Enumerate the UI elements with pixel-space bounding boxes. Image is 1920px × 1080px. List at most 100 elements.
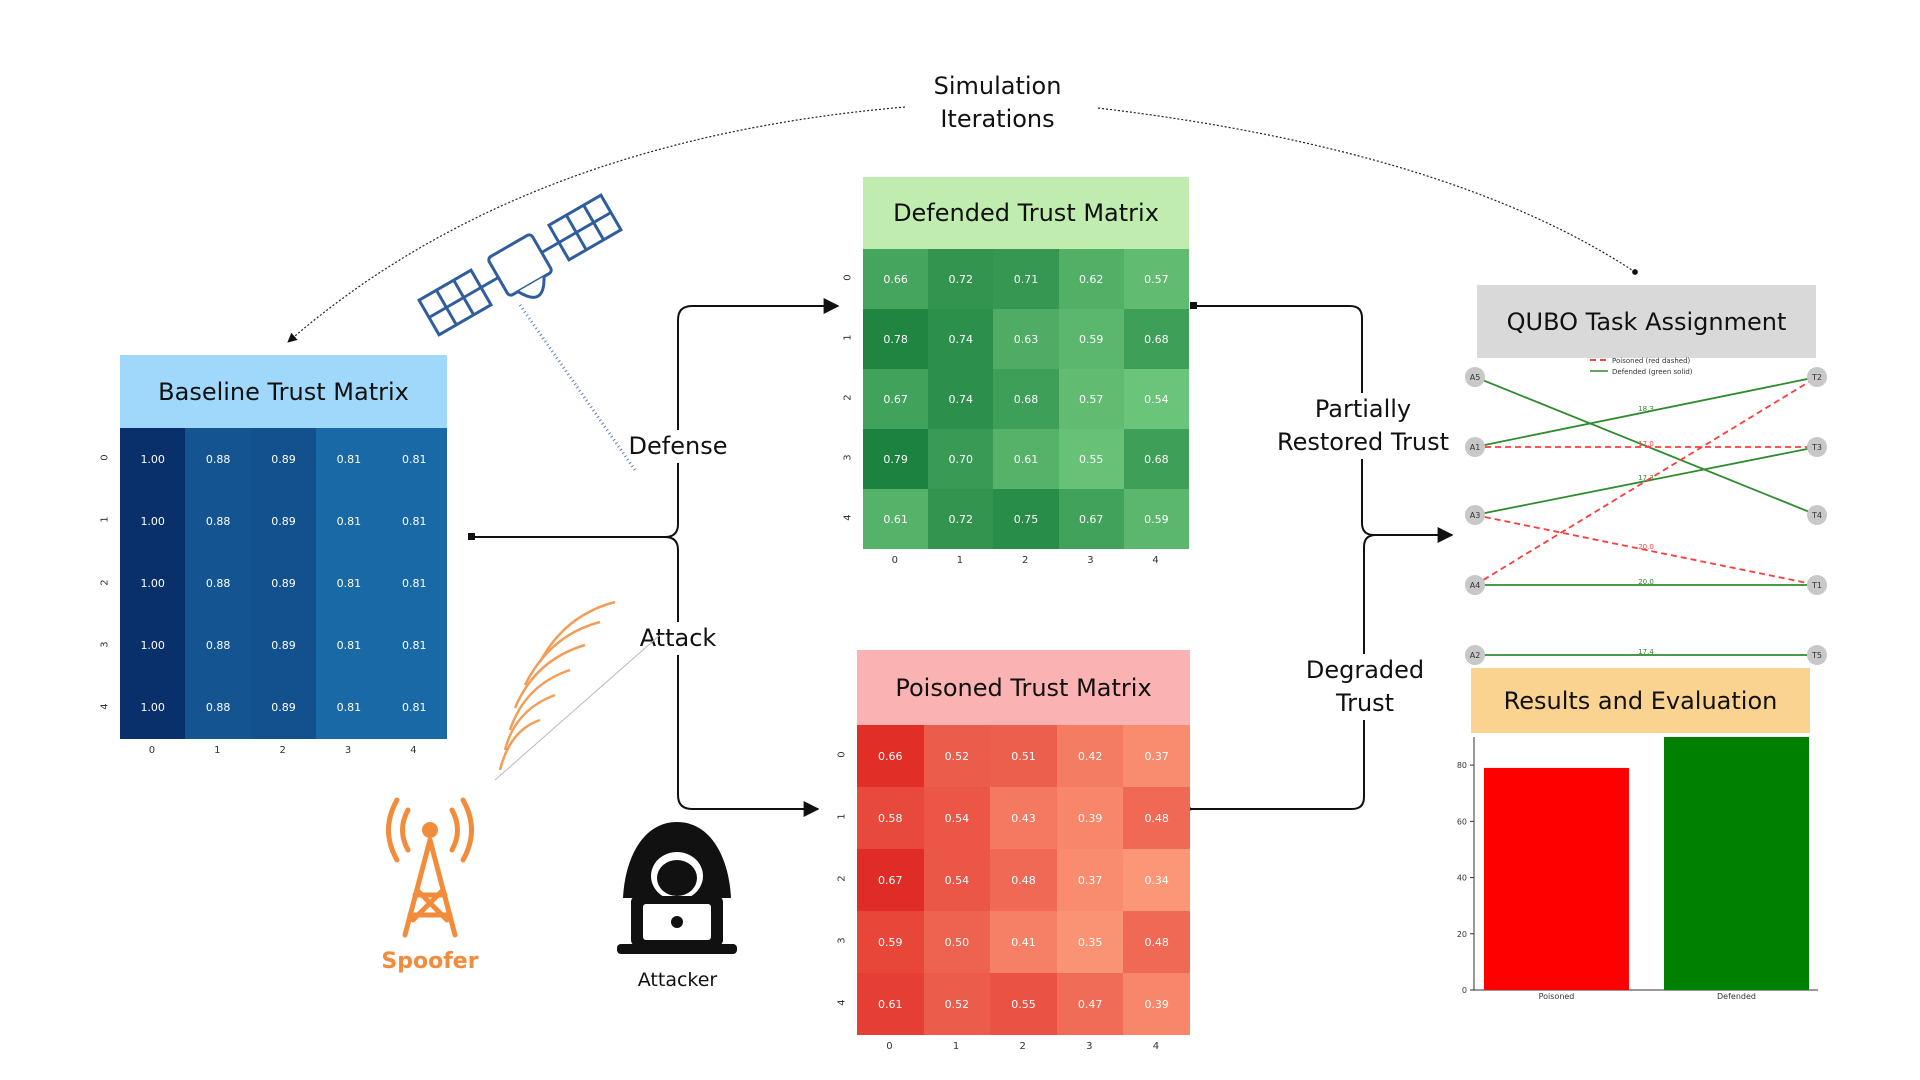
heatmap-cell: 0.67 (1058, 489, 1124, 549)
graph-node-label: A3 (1470, 511, 1481, 520)
degraded-trust-label: Degraded Trust (1275, 654, 1455, 720)
graph-node (1465, 645, 1485, 665)
heatmap-cell: 0.68 (1123, 309, 1189, 369)
defense-label: Defense (628, 430, 728, 463)
attacker-label: Attacker (625, 964, 730, 997)
heatmap-cell: 0.42 (1056, 725, 1124, 787)
y-tick-label: 3 (836, 937, 848, 944)
attacker-icon (617, 822, 737, 954)
graph-node-label: A4 (1470, 581, 1481, 590)
graph-node (1465, 575, 1485, 595)
heatmap-cell: 0.52 (923, 973, 991, 1035)
heatmap-cell: 0.68 (993, 369, 1059, 429)
heatmap-cell: 0.68 (1123, 429, 1189, 489)
x-tick-label: 2 (1022, 555, 1029, 566)
y-tick-label: 3 (99, 641, 111, 648)
heatmap-cell: 0.81 (381, 428, 447, 491)
degraded-connector (1188, 534, 1377, 810)
heatmap-cell: 0.61 (993, 429, 1059, 489)
defended-title: Defended Trust Matrix (863, 177, 1189, 249)
heatmap-cell: 0.89 (250, 428, 317, 491)
heatmap-cell: 0.61 (863, 489, 929, 549)
y-tick-label: 4 (99, 703, 111, 710)
graph-node (1807, 367, 1827, 387)
heatmap-cell: 0.75 (993, 489, 1059, 549)
heatmap-cell: 0.74 (928, 369, 994, 429)
heatmap-cell: 0.72 (928, 249, 994, 309)
y-tick-label: 2 (836, 875, 848, 882)
defense-connector (664, 298, 840, 538)
heatmap-cell: 0.88 (185, 490, 251, 553)
heatmap-cell: 0.63 (993, 309, 1059, 369)
heatmap-cell: 0.52 (923, 725, 991, 787)
y-tick-label: 2 (842, 394, 854, 401)
x-tick-label: 3 (1086, 1041, 1093, 1052)
results-title: Results and Evaluation (1471, 668, 1810, 733)
heatmap-cell: 1.00 (120, 676, 186, 739)
y-tick-label: 1 (836, 813, 848, 820)
heatmap-cell: 1.00 (120, 490, 186, 553)
heatmap-cell: 0.74 (928, 309, 994, 369)
heatmap-cell: 0.54 (923, 849, 991, 911)
heatmap-cell: 0.35 (1056, 911, 1124, 973)
poisoned-edge (1474, 376, 1818, 586)
heatmap-cell: 0.81 (381, 614, 447, 677)
heatmap-cell: 0.81 (316, 614, 382, 677)
y-tick-label: 20 (1457, 930, 1467, 939)
spoofer-label: Spoofer (381, 949, 479, 974)
x-tick-label: 1 (952, 1041, 960, 1052)
edge-weight-label: 17.0 (1638, 440, 1654, 448)
heatmap-cell: 0.61 (857, 973, 924, 1035)
heatmap-cell: 0.81 (316, 428, 382, 491)
heatmap-cell: 0.51 (990, 725, 1057, 787)
heatmap-cell: 0.81 (381, 490, 447, 553)
heatmap-cell: 0.34 (1123, 849, 1190, 911)
spoofer-tower-icon (386, 797, 474, 938)
graph-node (1807, 645, 1827, 665)
heatmap-cell: 0.47 (1056, 973, 1124, 1035)
x-tick-label: 2 (1019, 1041, 1026, 1052)
defended-edge (1474, 376, 1818, 448)
edge-weight-label: 17.3 (1638, 474, 1654, 482)
qubo-title: QUBO Task Assignment (1477, 285, 1816, 358)
edge-weight-label: 20.0 (1638, 543, 1654, 551)
heatmap-cell: 0.89 (250, 552, 317, 615)
heatmap-cell: 0.70 (928, 429, 994, 489)
y-tick-label: 0 (1462, 986, 1467, 995)
poisoned-title: Poisoned Trust Matrix (857, 650, 1190, 725)
x-tick-label: 4 (1152, 555, 1159, 566)
x-tick-label: Poisoned (1539, 992, 1575, 1000)
legend-label: Poisoned (red dashed) (1612, 357, 1691, 365)
heatmap-cell: 1.00 (120, 552, 186, 615)
heatmap-cell: 0.37 (1123, 725, 1190, 787)
heatmap-cell: 0.54 (923, 787, 991, 849)
graph-node (1465, 505, 1485, 525)
edge-weight-label: 18.3 (1638, 405, 1654, 413)
heatmap-cell: 0.67 (863, 369, 929, 429)
y-tick-label: 4 (842, 514, 854, 521)
heatmap-cell: 0.88 (185, 552, 251, 615)
qubo-graph: Poisoned (red dashed)Defended (green sol… (1465, 357, 1827, 665)
y-tick-label: 0 (99, 454, 111, 461)
heatmap-cell: 0.43 (990, 787, 1057, 849)
attack-connector (664, 536, 820, 817)
heatmap-cell: 0.81 (316, 676, 382, 739)
heatmap-cell: 0.48 (1123, 787, 1190, 849)
graph-node-label: T4 (1811, 511, 1822, 520)
y-tick-label: 3 (842, 454, 854, 461)
defended-edge (1474, 376, 1818, 516)
y-tick-label: 0 (836, 751, 848, 758)
edge-weight-label: 20.0 (1638, 578, 1654, 586)
heatmap-cell: 0.78 (863, 309, 929, 369)
graph-node (1807, 437, 1827, 457)
graph-node-label: T2 (1811, 373, 1822, 382)
graph-node (1465, 437, 1485, 457)
heatmap-cell: 0.48 (1123, 911, 1190, 973)
y-tick-label: 1 (842, 334, 854, 341)
baseline-title: Baseline Trust Matrix (120, 355, 447, 428)
